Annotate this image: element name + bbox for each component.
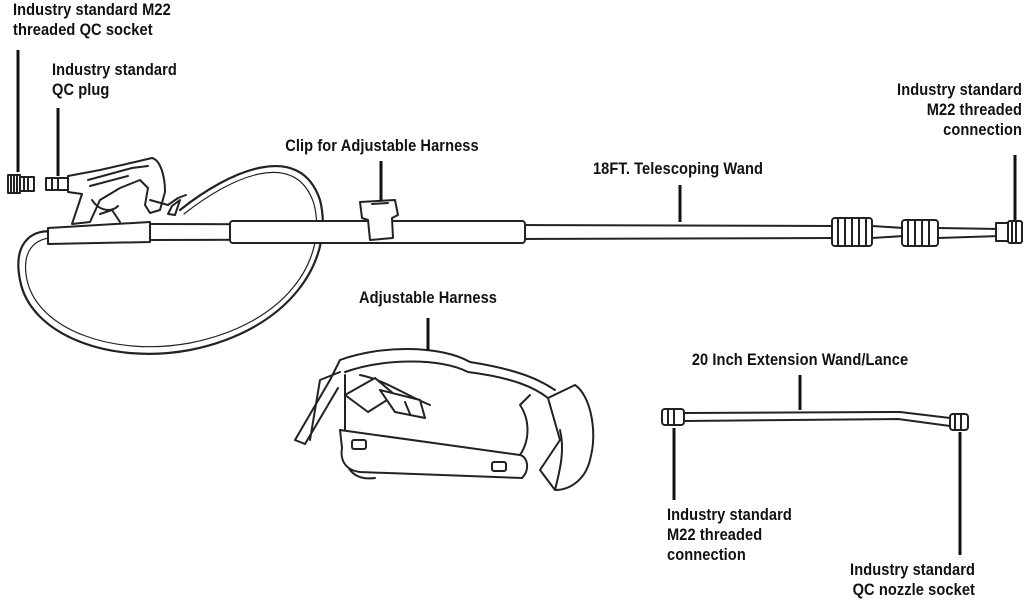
label-line: M22 threaded bbox=[926, 100, 1022, 119]
wand-grip-block bbox=[47, 221, 151, 245]
label-qc-plug: Industry standard QC plug bbox=[52, 60, 177, 100]
label-qc-nozzle-socket: Industry standard QC nozzle socket bbox=[807, 560, 975, 600]
label-clip: Clip for Adjustable Harness bbox=[266, 136, 498, 156]
label-line: Clip for Adjustable Harness bbox=[285, 136, 479, 155]
label-qc-socket: Industry standard M22 threaded QC socket bbox=[13, 0, 171, 40]
leader-lines bbox=[16, 50, 1017, 555]
harness-clip bbox=[359, 199, 399, 241]
label-m22-connection-top: Industry standard M22 threaded connectio… bbox=[852, 80, 1022, 140]
label-line: QC plug bbox=[52, 80, 110, 99]
label-m22-connection-bottom: Industry standard M22 threaded connectio… bbox=[667, 505, 792, 565]
extension-wand bbox=[661, 408, 969, 431]
label-line: Industry standard bbox=[667, 505, 792, 524]
label-line: 18FT. Telescoping Wand bbox=[592, 159, 764, 178]
qc-socket-fitting bbox=[7, 174, 35, 194]
label-line: Industry standard bbox=[850, 560, 975, 579]
label-line: threaded QC socket bbox=[13, 20, 153, 39]
label-line: QC nozzle socket bbox=[852, 580, 975, 599]
label-line: connection bbox=[943, 120, 1022, 139]
label-line: Industry standard bbox=[52, 60, 177, 79]
label-telescoping-wand: 18FT. Telescoping Wand bbox=[571, 159, 786, 179]
hose bbox=[17, 164, 324, 355]
spray-gun bbox=[45, 157, 187, 225]
label-line: M22 threaded bbox=[667, 525, 763, 544]
label-line: Adjustable Harness bbox=[358, 288, 498, 307]
label-line: connection bbox=[667, 545, 746, 564]
label-extension-wand: 20 Inch Extension Wand/Lance bbox=[669, 350, 930, 370]
label-harness: Adjustable Harness bbox=[333, 288, 522, 308]
telescoping-wand bbox=[149, 217, 1023, 247]
label-line: Industry standard bbox=[897, 80, 1022, 99]
label-line: Industry standard M22 bbox=[13, 0, 171, 19]
label-line: 20 Inch Extension Wand/Lance bbox=[691, 350, 909, 369]
adjustable-harness bbox=[294, 348, 595, 491]
